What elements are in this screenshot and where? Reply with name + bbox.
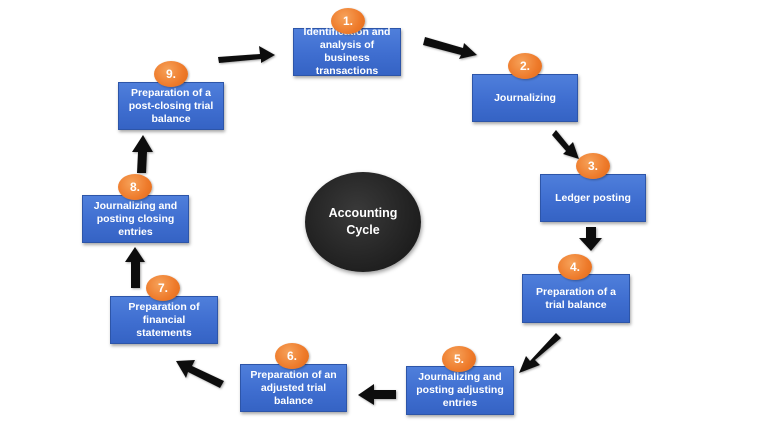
step-7-label: Preparation of financial statements [128, 300, 200, 339]
step-6-box: Preparation of an adjusted trial balance [240, 364, 347, 412]
step-9-badge: 9. [154, 61, 188, 87]
arrow-3-to-4 [579, 227, 602, 251]
center-line-2: Cycle [346, 223, 380, 237]
arrow-8-to-9 [132, 135, 153, 173]
step-2-badge: 2. [508, 53, 542, 79]
step-7-badge: 7. [146, 275, 180, 301]
step-7-box: Preparation of financial statements [110, 296, 218, 344]
step-5-box: Journalizing and posting adjusting entri… [406, 366, 514, 415]
step-8-badge: 8. [118, 174, 152, 200]
arrow-2-to-3 [552, 130, 579, 159]
step-4-label: Preparation of a trial balance [536, 285, 616, 311]
step-8-label: Journalizing and posting closing entries [93, 199, 178, 238]
step-3-box: Ledger posting [540, 174, 646, 222]
step-6-badge: 6. [275, 343, 309, 369]
step-9-label: Preparation of a post-closing trial bala… [128, 86, 214, 125]
step-4-badge: 4. [558, 254, 592, 280]
step-3-badge: 3. [576, 153, 610, 179]
step-2-label: Journalizing [494, 91, 556, 104]
step-3-label: Ledger posting [555, 191, 631, 204]
center-line-1: Accounting [328, 206, 398, 220]
step-8-box: Journalizing and posting closing entries [82, 195, 189, 243]
step-5-badge: 5. [442, 346, 476, 372]
arrow-9-to-1 [218, 46, 275, 63]
arrow-5-to-6 [358, 384, 396, 405]
step-4-box: Preparation of a trial balance [522, 274, 630, 323]
step-5-label: Journalizing and posting adjusting entri… [416, 371, 504, 409]
arrow-6-to-7 [176, 360, 224, 388]
arrow-4-to-5 [519, 333, 561, 373]
step-1-box: Identification and analysis of business … [293, 26, 401, 77]
arrow-7-to-8 [125, 247, 145, 288]
step-1-badge: 1. [331, 8, 365, 34]
step-6-label: Preparation of an adjusted trial balance [250, 368, 337, 407]
step-9-box: Preparation of a post-closing trial bala… [118, 82, 224, 130]
arrow-1-to-2 [423, 37, 477, 59]
step-2-box: Journalizing [472, 74, 578, 122]
